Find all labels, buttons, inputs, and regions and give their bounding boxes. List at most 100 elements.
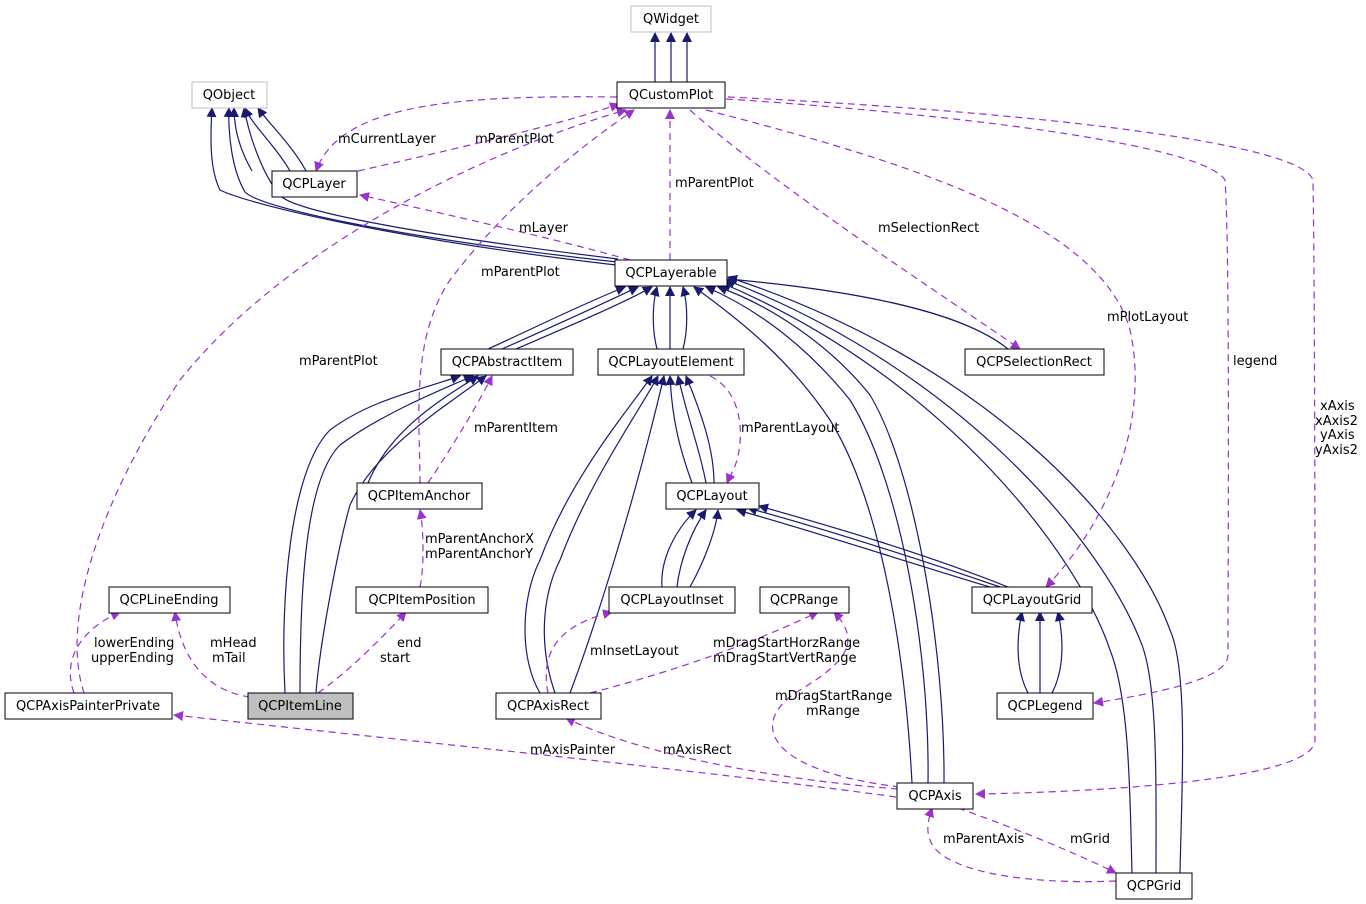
node-label-qcplayoutgrid: QCPLayoutGrid xyxy=(983,593,1082,608)
inh-edge-qcpaxis-qcplayerable xyxy=(717,285,945,784)
edge-label-axes-2: yAxis xyxy=(1320,428,1355,443)
inh-edge-qcpaxisrect-qcplayoutelement xyxy=(524,375,653,694)
node-qcpitemline[interactable]: QCPItemLine xyxy=(247,692,354,720)
use-edge-mrange xyxy=(772,611,901,788)
node-qcpitemposition[interactable]: QCPItemPosition xyxy=(355,586,489,614)
inh-edge-qcpabstractitem-qcplayerable xyxy=(487,285,626,350)
inh-edge-qcpaxisrect-qcplayoutelement xyxy=(569,375,667,694)
inheritance-edges xyxy=(206,32,1184,874)
inh-edge-qcpitemline-qcpabstractitem xyxy=(299,374,474,694)
node-label-qcplayer: QCPLayer xyxy=(282,177,346,192)
node-qcpabstractitem[interactable]: QCPAbstractItem xyxy=(440,348,574,376)
edge-label-mcurrentlayer: mCurrentLayer xyxy=(338,132,436,147)
node-label-qcpgrid: QCPGrid xyxy=(1127,879,1181,894)
node-label-qcpaxis: QCPAxis xyxy=(908,789,962,804)
use-edge-mlayer xyxy=(359,192,631,261)
node-qcplayer[interactable]: QCPLayer xyxy=(271,170,358,198)
edge-label-mparentanchor-1: mParentAnchorY xyxy=(425,547,533,562)
usage-edges xyxy=(69,96,1316,883)
edge-label-headtail-0: mHead xyxy=(210,636,257,651)
node-label-qcpabstractitem: QCPAbstractItem xyxy=(452,355,562,370)
use-edge-mparentlayout xyxy=(709,375,742,484)
inh-edge-qcplayoutgrid-qcplayout xyxy=(736,507,991,588)
node-qcprange[interactable]: QCPRange xyxy=(759,586,850,614)
node-qcplayoutelement[interactable]: QCPLayoutElement xyxy=(597,348,745,376)
edge-label-mgrid: mGrid xyxy=(1070,832,1110,847)
node-qcplayoutgrid[interactable]: QCPLayoutGrid xyxy=(971,586,1093,614)
edge-label-mparentanchor-0: mParentAnchorX xyxy=(425,532,534,547)
edge-label-minsetlayout: mInsetLayout xyxy=(590,644,679,659)
use-edge-endings xyxy=(69,611,121,694)
inh-edge-qcplayoutinset-qcplayout xyxy=(689,509,723,588)
edge-label-mdragrange-1: mDragStartVertRange xyxy=(713,651,857,666)
inh-edge-qcpabstractitem-qcplayerable xyxy=(501,286,639,350)
use-edge-mparentitem xyxy=(427,375,493,484)
edge-labels: mCurrentLayer mParentPlot mParentPlot mL… xyxy=(91,132,1358,847)
inh-edge-qcplayout-qcplayoutelement xyxy=(675,375,707,484)
edge-label-maxispainter: mAxisPainter xyxy=(530,743,616,758)
edge-label-mplotlayout: mPlotLayout xyxy=(1107,310,1188,325)
node-qcpselectionrect[interactable]: QCPSelectionRect xyxy=(964,348,1105,376)
edge-label-mparentplot-layerable: mParentPlot xyxy=(675,176,754,191)
edge-label-endings-0: lowerEnding xyxy=(94,636,174,651)
use-edge-maxisrect xyxy=(565,717,899,790)
use-edge-mparentanchor xyxy=(416,509,427,588)
inh-edge-qcplegend-qcplayoutgrid xyxy=(1015,611,1029,694)
edge-label-axes-1: xAxis2 xyxy=(1315,414,1358,429)
node-label-qcustomplot: QCustomPlot xyxy=(629,88,714,103)
node-qcplayoutinset[interactable]: QCPLayoutInset xyxy=(608,586,736,614)
node-label-qcpitemline: QCPItemLine xyxy=(258,699,342,714)
inh-edge-qcplayer-qobject xyxy=(257,107,307,172)
node-qcplayerable[interactable]: QCPLayerable xyxy=(614,259,728,287)
inh-edge-qcplayoutinset-qcplayout xyxy=(676,509,707,588)
edge-label-endstart-0: end xyxy=(397,636,422,651)
node-qcpaxispainterprivate[interactable]: QCPAxisPainterPrivate xyxy=(4,692,173,720)
node-qcpaxisrect[interactable]: QCPAxisRect xyxy=(495,692,602,720)
use-edge-mplotlayout xyxy=(705,109,1136,588)
inh-edge-qcplayoutelement-qcplayerable xyxy=(649,286,660,350)
node-label-qcplayout: QCPLayout xyxy=(676,489,747,504)
use-edge-maxispainter xyxy=(173,711,897,798)
edge-label-mparentaxis: mParentAxis xyxy=(943,832,1024,847)
inh-edge-qcpitemanchor-qcpabstractitem xyxy=(367,375,479,484)
node-label-qcplineending: QCPLineEnding xyxy=(119,593,218,608)
node-qwidget[interactable]: QWidget xyxy=(630,5,712,33)
use-edge-mdragrange xyxy=(589,611,819,694)
node-qobject[interactable]: QObject xyxy=(191,81,268,109)
edge-label-mparentplot-painter: mParentPlot xyxy=(299,354,378,369)
edge-label-mselectionrect: mSelectionRect xyxy=(878,221,979,236)
edge-label-mlayer: mLayer xyxy=(519,221,569,236)
node-qcpgrid[interactable]: QCPGrid xyxy=(1115,872,1193,900)
use-edge-axes xyxy=(727,96,1316,799)
nodes: QWidget QCustomPlot QObject QCPLayer QCP… xyxy=(4,5,1193,900)
node-label-qcpitemanchor: QCPItemAnchor xyxy=(368,489,471,504)
node-label-qcpaxisrect: QCPAxisRect xyxy=(507,699,589,714)
node-label-qcpaxispainterprivate: QCPAxisPainterPrivate xyxy=(16,699,160,714)
node-label-qcplayoutelement: QCPLayoutElement xyxy=(608,355,733,370)
inh-edge-qcplayer-qobject xyxy=(229,107,253,172)
edge-label-mparentplot-layer: mParentPlot xyxy=(475,132,554,147)
use-edge-headtail xyxy=(171,611,251,698)
inh-edge-qcpaxis-qcplayerable xyxy=(693,286,913,784)
edge-label-endings-1: upperEnding xyxy=(91,651,174,666)
edge-label-legend: legend xyxy=(1233,354,1277,369)
inh-edge-qcpselectionrect-qcplayerable xyxy=(727,274,1009,350)
inh-edge-qcpgrid-qcplayerable xyxy=(727,275,1184,874)
node-qcplegend[interactable]: QCPLegend xyxy=(996,692,1094,720)
inh-edge-qcpgrid-qcplayerable xyxy=(721,281,1133,874)
node-label-qcplayerable: QCPLayerable xyxy=(625,266,716,281)
node-qcpaxis[interactable]: QCPAxis xyxy=(896,782,974,810)
node-qcustomplot[interactable]: QCustomPlot xyxy=(616,81,726,109)
edge-label-mrange-0: mDragStartRange xyxy=(775,689,892,704)
use-edge-mparentplot-anchor xyxy=(418,109,635,484)
node-qcplineending[interactable]: QCPLineEnding xyxy=(108,586,231,614)
node-qcpitemanchor[interactable]: QCPItemAnchor xyxy=(356,482,483,510)
inh-edge-qcpabstractitem-qcplayerable xyxy=(515,286,653,350)
use-edge-mcurrentlayer xyxy=(314,96,618,172)
edge-label-headtail-1: mTail xyxy=(212,651,246,666)
edge-label-axes-0: xAxis xyxy=(1320,399,1355,414)
node-label-qwidget: QWidget xyxy=(643,12,699,27)
use-edge-minsetlayout xyxy=(545,609,613,694)
node-qcplayout[interactable]: QCPLayout xyxy=(665,482,760,510)
